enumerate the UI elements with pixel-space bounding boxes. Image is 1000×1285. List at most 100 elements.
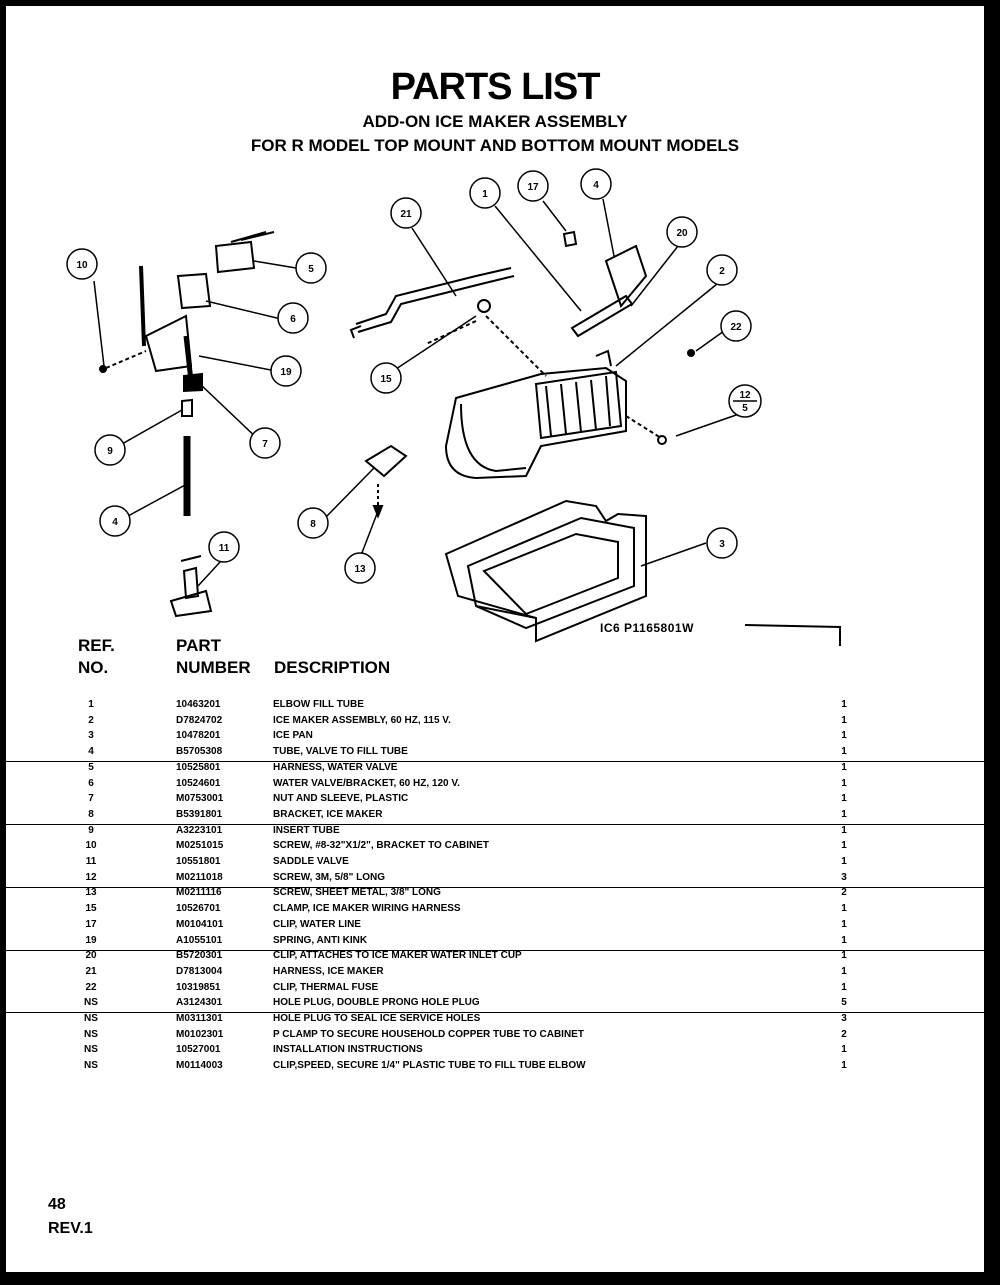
callout-6: 6	[277, 302, 309, 334]
svg-text:9: 9	[107, 446, 113, 457]
quantity-cell: 1	[841, 777, 847, 789]
quantity-cell: 1	[841, 840, 847, 852]
callout-1: 1	[469, 177, 501, 209]
callout-4-left: 4	[99, 505, 131, 537]
part-number-cell: A3124301	[176, 997, 223, 1009]
ref-cell: 6	[88, 777, 94, 789]
quantity-cell: 1	[841, 934, 847, 946]
ice-pan-drawing	[444, 499, 647, 643]
ref-cell: NS	[84, 1044, 98, 1056]
description-cell: BRACKET, ICE MAKER	[273, 808, 383, 820]
description-cell: WATER VALVE/BRACKET, 60 HZ, 120 V.	[273, 777, 460, 789]
assembly-subtitle: ADD-ON ICE MAKER ASSEMBLY	[362, 112, 628, 131]
quantity-cell: 1	[841, 808, 847, 820]
ref-cell: 19	[85, 934, 97, 946]
callout-20: 20	[666, 216, 698, 248]
svg-text:12: 12	[739, 390, 751, 401]
col-header-description: DESCRIPTION	[274, 658, 391, 677]
quantity-cell: 1	[841, 699, 847, 710]
svg-text:15: 15	[380, 374, 392, 385]
revision: REV.1	[48, 1220, 93, 1237]
description-cell: HARNESS, ICE MAKER	[273, 965, 384, 977]
ref-cell: 20	[85, 950, 97, 962]
exploded-parts-diagram: 10 5 6 19 9 7 4 11 21 1 17 4 20 2 22 15 …	[66, 168, 841, 646]
svg-text:22: 22	[730, 322, 742, 333]
quantity-cell: 1	[841, 856, 847, 867]
page-number: 48	[48, 1196, 66, 1213]
callout-10: 10	[66, 248, 98, 280]
description-cell: ELBOW FILL TUBE	[273, 699, 364, 710]
ref-cell: 11	[85, 856, 97, 867]
fill-tube-drawing	[562, 230, 695, 367]
description-cell: ICE MAKER ASSEMBLY, 60 HZ, 115 V.	[273, 714, 451, 726]
part-number-cell: D7813004	[176, 965, 223, 977]
ice-maker-harness-drawing	[349, 267, 547, 377]
quantity-cell: 1	[841, 714, 847, 726]
quantity-cell: 1	[841, 746, 847, 758]
svg-text:5: 5	[308, 264, 314, 275]
col-header-part-line2: NUMBER	[176, 658, 251, 677]
part-number-cell: A1055101	[176, 934, 223, 946]
quantity-cell: 1	[841, 965, 847, 977]
quantity-cell: 1	[841, 1044, 847, 1056]
ice-maker-assembly-drawing	[444, 366, 667, 480]
description-cell: SPRING, ANTI KINK	[273, 934, 368, 946]
svg-text:21: 21	[400, 209, 412, 220]
callout-4-top: 4	[580, 168, 612, 200]
part-number-cell: B5705308	[176, 746, 223, 758]
description-cell: NUT AND SLEEVE, PLASTIC	[273, 793, 409, 805]
svg-text:20: 20	[676, 228, 688, 239]
col-header-ref-line1: REF.	[78, 636, 115, 655]
quantity-cell: 1	[841, 793, 847, 805]
svg-text:8: 8	[310, 519, 316, 530]
svg-text:2: 2	[719, 266, 725, 277]
part-number-cell: M0251015	[176, 840, 224, 852]
part-number-cell: 10463201	[176, 699, 221, 710]
ref-cell: NS	[84, 1060, 98, 1072]
svg-text:4: 4	[593, 180, 599, 191]
quantity-cell: 1	[841, 1060, 847, 1072]
ref-cell: 3	[88, 730, 94, 742]
table-row: 19 A1055101 SPRING, ANTI KINK 1	[6, 935, 984, 951]
part-number-cell: D7824702	[176, 714, 223, 726]
part-number-cell: 10478201	[176, 730, 221, 742]
part-number-cell: 10526701	[176, 903, 221, 915]
quantity-cell: 5	[841, 997, 847, 1009]
description-cell: CLAMP, ICE MAKER WIRING HARNESS	[273, 903, 461, 915]
callout-5: 5	[295, 252, 327, 284]
callout-7: 7	[249, 427, 281, 459]
description-cell: INSERT TUBE	[273, 824, 340, 836]
quantity-cell: 1	[841, 730, 847, 742]
ref-cell: 10	[85, 840, 97, 852]
part-number-cell: 10527001	[176, 1044, 221, 1056]
saddle-valve-drawing	[169, 555, 213, 618]
ref-cell: 13	[85, 887, 97, 899]
figure-code: IC6 P1165801W	[600, 621, 694, 635]
callout-21: 21	[390, 197, 422, 229]
bracket-drawing	[364, 444, 408, 519]
page-title: PARTS LIST	[390, 66, 601, 108]
parts-list-page: PARTS LIST ADD-ON ICE MAKER ASSEMBLY FOR…	[6, 6, 984, 1272]
description-cell: TUBE, VALVE TO FILL TUBE	[273, 746, 408, 758]
svg-text:4: 4	[112, 517, 118, 528]
description-cell: SADDLE VALVE	[273, 856, 349, 867]
callout-8: 8	[297, 507, 329, 539]
callout-3: 3	[706, 527, 738, 559]
callout-19: 19	[270, 355, 302, 387]
part-number-cell: M0104101	[176, 918, 224, 930]
